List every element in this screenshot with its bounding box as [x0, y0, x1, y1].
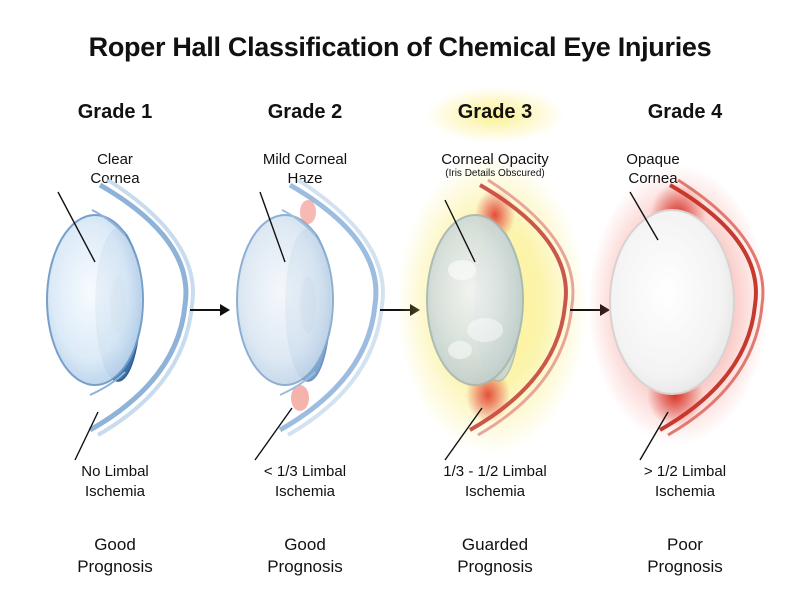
grade-1-limbal-line2: Ischemia	[84, 483, 146, 500]
grade-2-prognosis-line1: Good	[284, 535, 326, 554]
grade-3-eye-illustration	[400, 87, 587, 461]
grade-3-cornea	[426, 214, 524, 386]
grade-1-cornea-leader	[57, 191, 96, 263]
grade-3-title: Grade 3	[457, 101, 533, 123]
grade-3-cornea-subtitle: (Iris Details Obscured)	[445, 168, 545, 179]
grade-1-cornea-label: Clear Cornea	[20, 150, 210, 188]
grade-3-limbal-line1: 1/3 - 1/2 Limbal	[443, 463, 547, 480]
grade-4-limbal-line2: Ischemia	[654, 483, 716, 500]
grade-3-cornea-leader	[444, 199, 476, 263]
grade-1-prognosis: Good Prognosis	[20, 534, 210, 578]
grade-1-prognosis-line2: Prognosis	[77, 557, 153, 576]
grade-2-limbal-line2: Ischemia	[274, 483, 336, 500]
grade-4-sclera	[659, 183, 758, 432]
grade-3-limbal-line2: Ischemia	[464, 483, 526, 500]
grade-4-cornea-leader	[629, 191, 659, 241]
grade-3-cornea-line1: Corneal Opacity	[441, 151, 549, 168]
grade-4-eye-illustration	[590, 165, 768, 461]
grade-1-prognosis-line1: Good	[94, 535, 136, 554]
grade-4-limbal-line1: > 1/2 Limbal	[643, 463, 727, 480]
grade-4-title: Grade 4	[647, 101, 723, 123]
grade-2-panel: Grade 2 Mild Corneal Haze	[210, 0, 400, 600]
grade-1-limbal-label: No Limbal Ischemia	[20, 462, 210, 502]
grade-4-prognosis: Poor Prognosis	[590, 534, 780, 578]
grade-3-cornea-label: Corneal Opacity (Iris Details Obscured)	[400, 150, 590, 180]
grade-4-panel: Grade 4 Opaque Cornea > 1/2 Limbal Ische…	[590, 0, 780, 600]
grade-2-cornea-label: Mild Corneal Haze	[210, 150, 400, 188]
grade-2-cornea-line1: Mild Corneal	[262, 151, 348, 168]
grade-3-limbal-label: 1/3 - 1/2 Limbal Ischemia	[400, 462, 590, 502]
grade-2-prognosis: Good Prognosis	[210, 534, 400, 578]
grade-1-title: Grade 1	[77, 101, 153, 123]
grade-4-limbal-label: > 1/2 Limbal Ischemia	[590, 462, 780, 502]
grade-1-limbal-leader	[74, 411, 99, 461]
grade-2-cornea	[236, 214, 334, 386]
grade-2-eye-illustration	[236, 178, 385, 461]
diagram-title: Roper Hall Classification of Chemical Ey…	[88, 32, 712, 62]
grade-2-limbal-ischemia-bottom	[291, 385, 309, 411]
grade-4-cornea-line2: Cornea	[628, 170, 678, 187]
grade-2-limbal-line1: < 1/3 Limbal	[263, 463, 347, 480]
grade-2-limbal-label: < 1/3 Limbal Ischemia	[210, 462, 400, 502]
arrow-right-icon	[190, 304, 230, 316]
grade-1-sclera	[88, 182, 189, 433]
grade-1-limbal-line1: No Limbal	[81, 463, 149, 480]
grade-4-prognosis-line1: Poor	[667, 535, 703, 554]
grade-1-panel: Grade 1 Clear Cornea	[20, 0, 210, 600]
grade-3-prognosis-line2: Prognosis	[457, 557, 533, 576]
grade-2-sclera	[278, 182, 379, 433]
grade-2-limbal-ischemia-top	[300, 200, 316, 224]
grade-3-prognosis: Guarded Prognosis	[400, 534, 590, 578]
grade-4-cornea-label: Opaque Cornea	[558, 150, 748, 188]
grade-2-cornea-line2: Haze	[287, 170, 323, 187]
grade-1-cornea	[46, 214, 144, 386]
grade-2-cornea-leader	[259, 191, 286, 263]
grade-3-prognosis-line1: Guarded	[461, 535, 529, 554]
grade-4-prognosis-line2: Prognosis	[647, 557, 723, 576]
grade-3-limbal-leader	[444, 407, 483, 461]
grade-1-cornea-line2: Cornea	[90, 170, 140, 187]
grade-2-prognosis-line2: Prognosis	[267, 557, 343, 576]
grade-3-panel: Grade 3 Corneal Opacity (Iris Details Ob…	[400, 0, 590, 600]
grade-4-limbal-leader	[639, 411, 669, 461]
grade-4-cornea	[609, 209, 735, 395]
grade-2-title: Grade 2	[267, 101, 343, 123]
grade-3-title-highlight	[425, 87, 565, 143]
grade-2-limbal-leader	[254, 407, 293, 461]
grade-4-cornea-line1: Opaque	[626, 151, 680, 168]
grade-3-sclera	[469, 183, 568, 432]
grade-1-cornea-line1: Clear	[97, 151, 133, 168]
grade-1-eye-illustration	[46, 178, 195, 461]
